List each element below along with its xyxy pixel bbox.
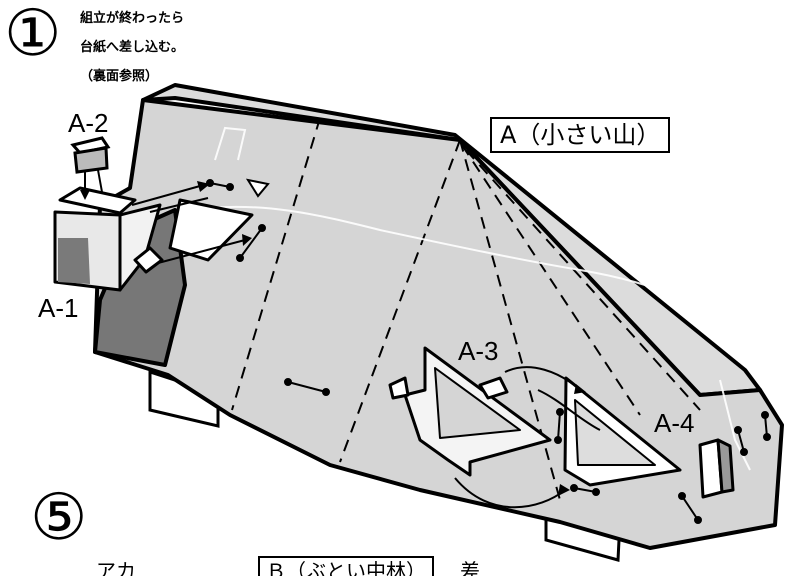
note-line: 組立が終わったら [80,11,185,26]
arrow-head [242,234,252,246]
peg-slot [245,178,270,198]
peg-dot [761,411,769,419]
peg-dot [592,488,600,496]
assembly-arrows [84,169,601,509]
arrow [504,366,581,391]
bottom-fragment-left: アカ [96,559,136,576]
peg-dot [556,408,564,416]
a3-tab [388,376,410,400]
route-line [214,126,247,161]
label-a4: A-4 [654,408,695,438]
arrow [537,389,601,431]
fold-line [465,149,701,411]
part-a3-piece [388,346,552,477]
step-number-5: ⑤ [30,481,88,555]
arrow [97,169,103,193]
a4-inner [574,399,656,466]
peg-dot [694,516,702,524]
a1-shade [58,238,90,284]
label-a2: A-2 [68,108,109,138]
arrow [454,477,566,509]
step-number-1: ① [4,0,62,71]
fold-line [231,117,321,411]
a4-post-side [716,438,735,494]
peg [557,411,561,441]
peg-dot [763,433,771,441]
route-lines [189,126,751,471]
peg-dot [206,179,214,187]
peg [287,381,327,393]
peg-dot [570,484,578,492]
fold-line [339,139,461,463]
peg [681,495,699,521]
peg-dot [678,492,686,500]
mountain-body [93,83,784,550]
part-a2-piece [70,136,111,174]
label-a1: A-1 [38,293,79,323]
peg-dot [284,378,292,386]
part-a1-piece [53,186,162,292]
peg-dot [740,448,748,456]
arrow-head [574,384,586,394]
peg-dot [322,388,330,396]
a3-inner [434,367,521,439]
note-line: 台紙へ差し込む。 [80,40,185,55]
bottom-title-box: Ｂ（ぶとい中林） [258,556,434,576]
a1-top [58,186,137,215]
arrow [131,185,201,206]
a2-top [70,136,111,155]
route-line [719,379,751,471]
peg-dot [258,224,266,232]
arrow-head [558,484,570,496]
arrow-head [80,190,90,200]
part-title-box: A（小さい山） [490,117,671,153]
peg-dot [226,183,234,191]
tab-piece [133,246,164,274]
step-note: 組立が終わったら 台紙へ差し込む。 （裏面参照） [80,4,184,91]
part-a4-piece [563,376,735,499]
arrow [149,197,209,213]
peg-markers [206,178,771,524]
peg-dot [554,436,562,444]
note-line: （裏面参照） [80,69,159,84]
arrow [157,239,246,264]
bottom-fragment-right: 差 [460,559,480,576]
tab-piece [168,198,254,262]
route-line [189,205,746,331]
fold-line [461,144,641,416]
label-a3: A-3 [458,336,499,366]
insert-tabs-left [133,198,254,274]
peg [239,227,263,259]
a2-front [73,146,109,174]
peg-dot [236,254,244,262]
peg-dot [734,426,742,434]
a3-flap [478,376,509,400]
